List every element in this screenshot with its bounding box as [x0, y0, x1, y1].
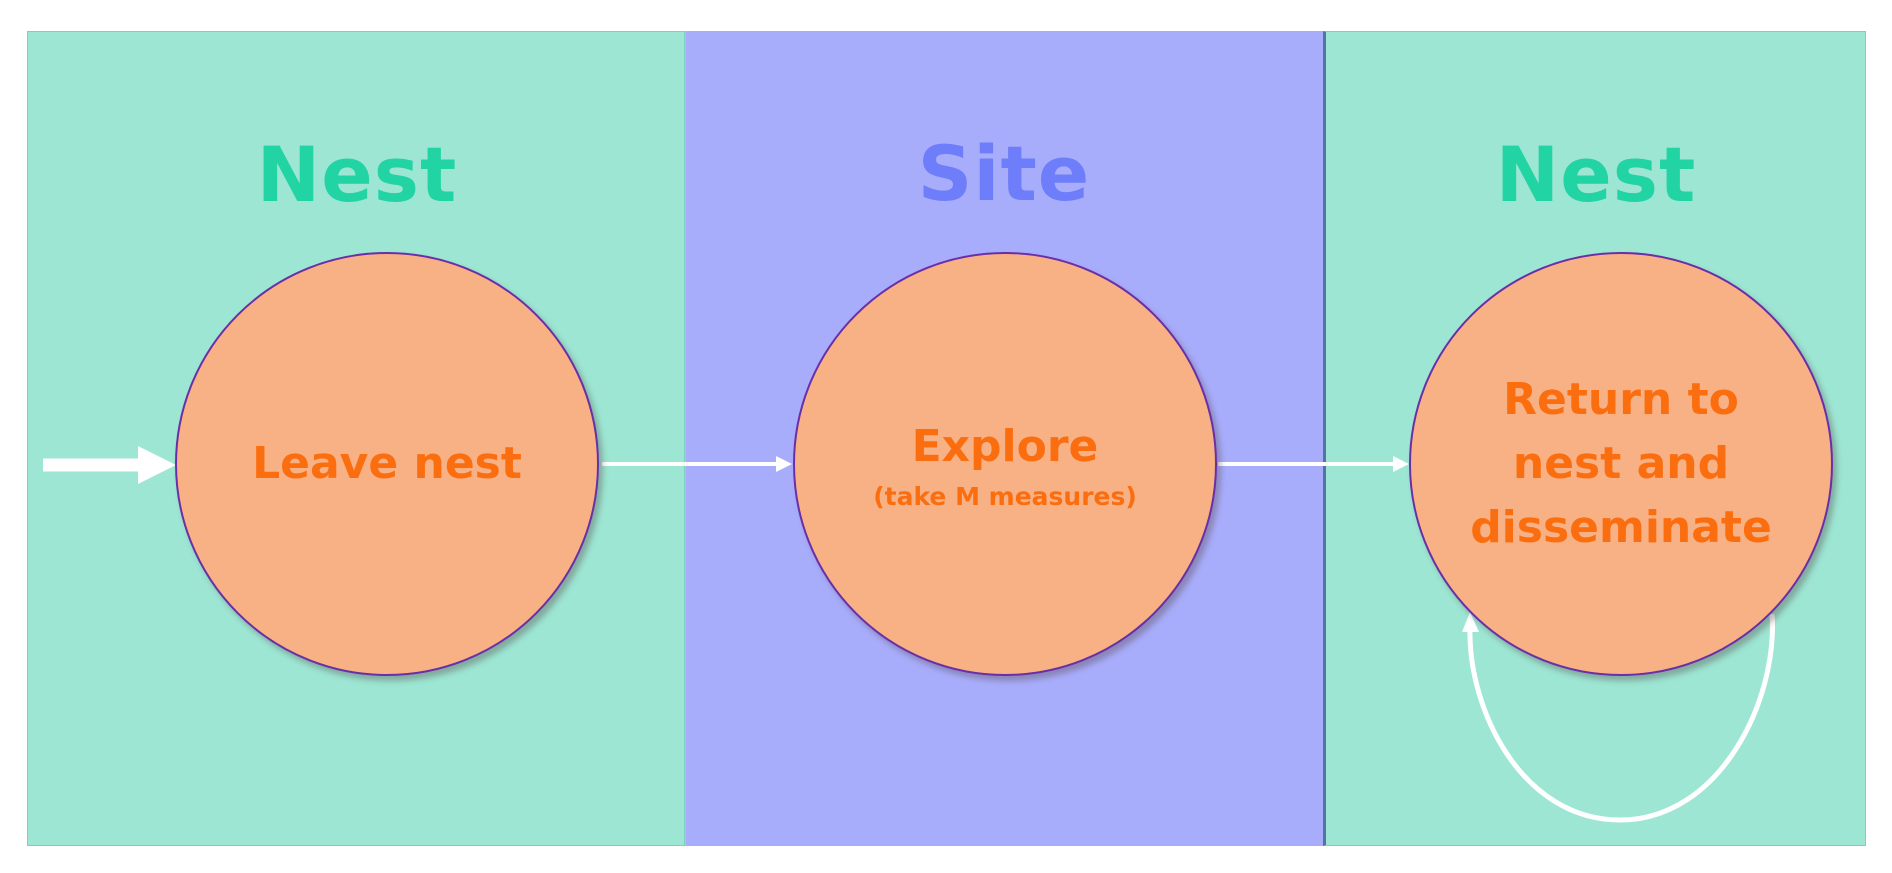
zone-title-nest-left: Nest: [256, 130, 458, 219]
node-leave-nest: Leave nest: [175, 252, 599, 676]
node-label-leave-nest: Leave nest: [252, 438, 522, 489]
node-return-disseminate: Return to nest and disseminate: [1409, 252, 1833, 676]
node-explore: Explore (take M measures): [793, 252, 1217, 676]
node-label-explore: Explore: [911, 421, 1099, 472]
zone-title-nest-right: Nest: [1495, 130, 1697, 219]
node-sublabel-explore: (take M measures): [873, 482, 1137, 511]
node-label-return: Return to nest and disseminate: [1470, 374, 1772, 553]
zone-title-site: Site: [917, 129, 1091, 218]
